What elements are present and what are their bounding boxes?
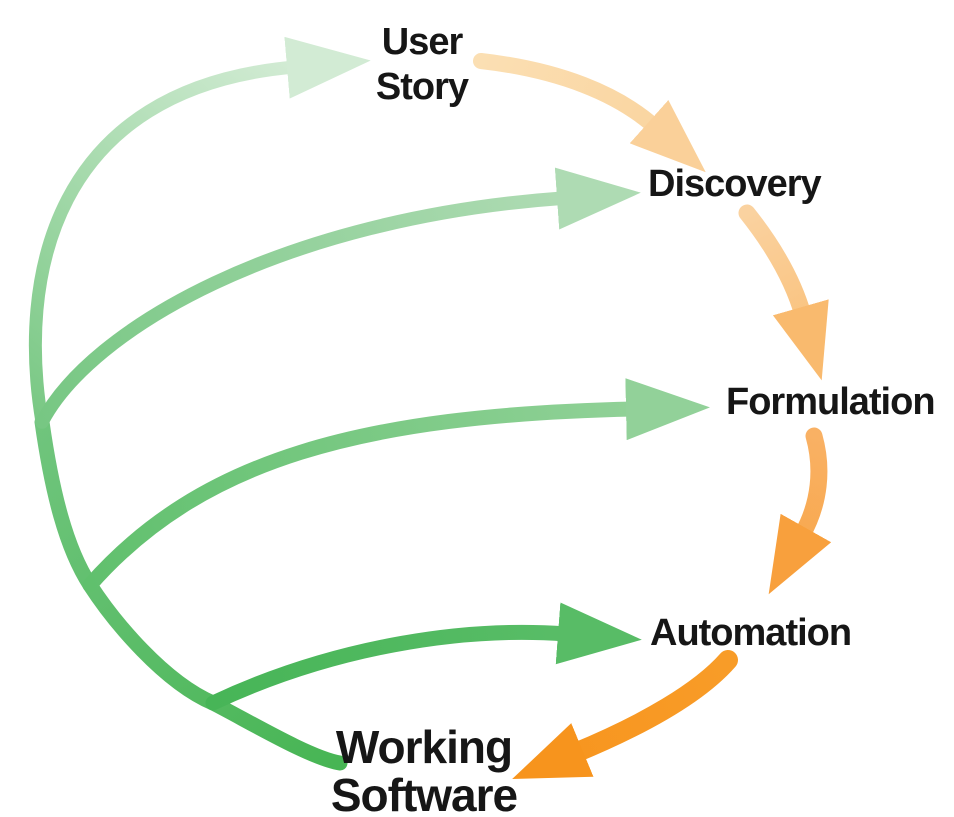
green-arrow-to-user-story	[28, 36, 371, 429]
node-label-working-software: Working Software	[304, 723, 544, 817]
node-label-line: Automation	[650, 612, 852, 654]
orange-arrow-discovery-to-formulation	[738, 204, 829, 381]
orange-arrow-user-story-to-discovery	[473, 53, 706, 173]
node-label-formulation: Formulation	[726, 380, 936, 425]
green-arrow-to-automation	[205, 602, 642, 711]
orange-arrow-formulation-to-automation	[768, 427, 832, 595]
node-label-line: Formulation	[726, 381, 936, 423]
green-arrow-to-discovery	[35, 167, 641, 429]
node-label-line: User	[381, 21, 464, 63]
node-label-user-story: User Story	[322, 20, 522, 110]
node-label-line: Story	[375, 66, 469, 108]
node-label-discovery: Discovery	[648, 162, 822, 207]
green-spiral-stem	[34, 414, 348, 771]
node-label-line: Working	[335, 721, 513, 773]
node-label-line: Software	[330, 769, 518, 817]
orange-arrow-automation-to-working-software	[512, 650, 738, 780]
node-label-automation: Automation	[650, 611, 852, 656]
node-label-line: Discovery	[648, 163, 822, 205]
green-arrow-to-formulation	[82, 378, 710, 593]
